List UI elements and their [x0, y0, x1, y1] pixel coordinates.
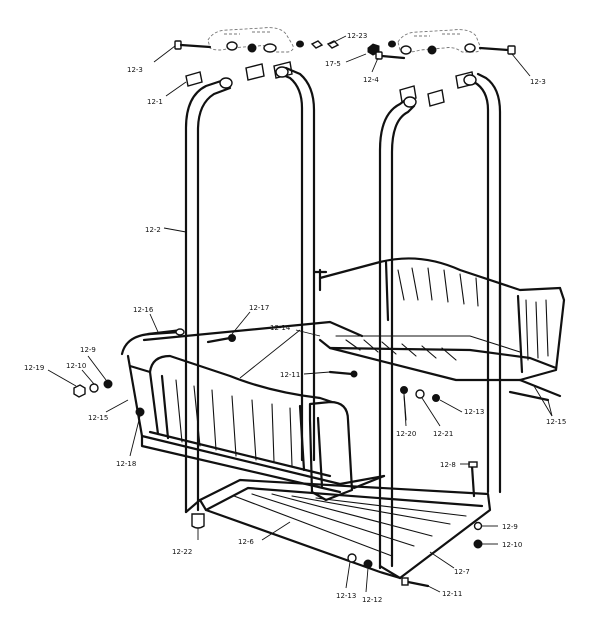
label-12-18: 12-18: [116, 460, 136, 468]
label-12-15-left: 12-15: [88, 414, 108, 422]
foot-cap-12-22: [191, 513, 205, 529]
label-12-19: 12-19: [24, 364, 44, 372]
right-hanger-arms: [378, 72, 502, 570]
label-12-9-left: 12-9: [80, 346, 96, 354]
bushing-12-1: [185, 71, 203, 87]
label-12-2: 12-2: [145, 226, 161, 234]
label-12-9-lower: 12-9: [502, 523, 518, 531]
label-12-8: 12-8: [440, 461, 456, 469]
hardware-12-20-12-21-12-13: [400, 386, 440, 421]
label-12-10-lower: 12-10: [502, 541, 522, 549]
hardware-12-9-12-10-12-19: [73, 379, 113, 398]
label-12-7: 12-7: [454, 568, 470, 576]
hardware-12-9-12-10-lower: [473, 521, 483, 549]
label-12-1: 12-1: [147, 98, 163, 106]
top-bolt-right: [478, 45, 516, 55]
leader-lines: [47, 35, 553, 593]
label-12-13-lower: 12-13: [336, 592, 356, 600]
hardware-12-18: [135, 407, 145, 417]
label-17-5: 17-5: [325, 60, 341, 68]
label-12-3-left: 12-3: [127, 66, 143, 74]
label-12-20: 12-20: [396, 430, 416, 438]
top-bolt-center: [375, 51, 406, 60]
label-12-21: 12-21: [433, 430, 453, 438]
left-hanger-arms: [184, 66, 316, 514]
label-12-4: 12-4: [363, 76, 379, 84]
bolt-12-11-lower: [401, 577, 430, 588]
bottom-footrest: [184, 478, 492, 580]
top-bolt-left: [174, 40, 212, 50]
side-arm-rail-12-16: [146, 328, 185, 336]
label-12-10-left: 12-10: [66, 362, 86, 370]
label-12-13-upper: 12-13: [464, 408, 484, 416]
bolt-12-17: [206, 334, 236, 344]
top-nuts-left: [226, 40, 340, 53]
bolt-12-8: [468, 461, 478, 498]
label-12-17: 12-17: [249, 304, 269, 312]
label-12-12: 12-12: [362, 596, 382, 604]
part-labels: 12-3 12-23 17-5 12-4 12-3 12-1 12-2 12-1…: [24, 32, 566, 604]
label-12-14: 12-14: [270, 324, 291, 332]
label-12-6: 12-6: [238, 538, 254, 546]
front-seat: [120, 320, 386, 502]
label-12-15-right: 12-15: [546, 418, 566, 426]
label-12-11-upper: 12-11: [280, 371, 300, 379]
bolt-12-11-upper: [328, 370, 358, 378]
label-12-3-right: 12-3: [530, 78, 546, 86]
label-12-11-lower: 12-11: [442, 590, 462, 598]
top-hanger-bracket-right: [397, 29, 481, 53]
label-12-16: 12-16: [133, 306, 154, 314]
rear-seat: [312, 257, 566, 402]
top-nuts-right: [367, 40, 476, 56]
hardware-12-13-12-12: [347, 553, 373, 569]
label-12-23: 12-23: [347, 32, 367, 40]
top-hanger-bracket-left: [207, 27, 294, 53]
label-12-22: 12-22: [172, 548, 192, 556]
